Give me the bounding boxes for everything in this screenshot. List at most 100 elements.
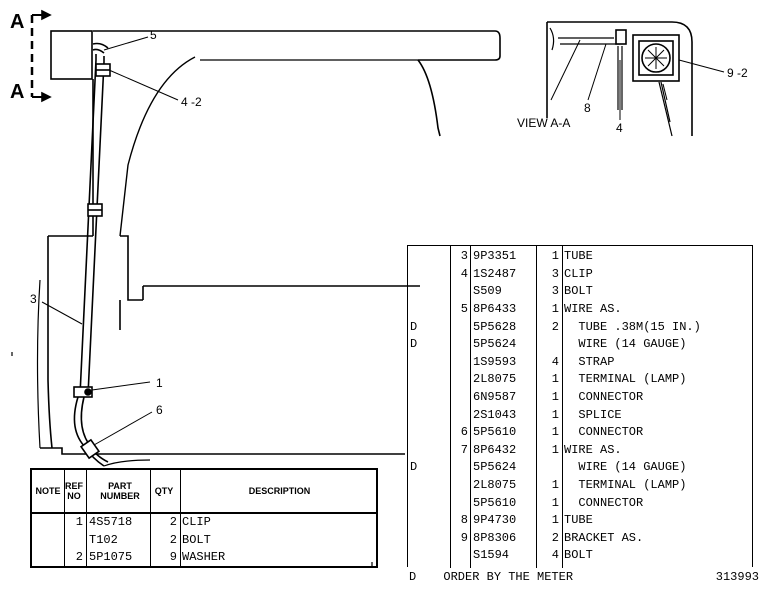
qty-cell: 1 (551, 249, 559, 264)
part-number-cell: 4S5718 (89, 515, 133, 530)
description-cell: BOLT (564, 284, 593, 299)
part-number-cell: 2S1043 (473, 407, 517, 422)
view-label: VIEW A-A (517, 116, 570, 130)
part-number-cell: 5P1075 (89, 550, 133, 565)
table-row: 3 9P3351 1 TUBE (408, 248, 752, 266)
description-cell: TUBE (564, 249, 593, 264)
qty-cell: 1 (551, 372, 559, 387)
view-a-a-detail (546, 21, 725, 137)
qty-cell: 1 (551, 302, 559, 317)
part-number-cell: 5P5624 (473, 337, 517, 352)
note-cell: D (410, 319, 418, 334)
callout-9-2: 9 -2 (727, 66, 748, 80)
description-cell: CONNECTOR (564, 495, 644, 510)
table-row: 7 8P6432 1 WIRE AS. (408, 442, 752, 460)
part-number-cell: 9P3351 (473, 249, 517, 264)
clip-icon (73, 386, 93, 398)
description-cell: WIRE (14 GAUGE) (564, 460, 687, 475)
part-number-cell: 2L8075 (473, 478, 517, 493)
description-cell: TUBE (564, 513, 593, 528)
callout-3: 3 (30, 292, 37, 306)
part-number-cell: T102 (89, 532, 118, 547)
footnote-letter: D (409, 570, 417, 584)
qty-cell: 2 (169, 515, 177, 530)
qty-cell: 1 (551, 442, 559, 457)
description-cell: WIRE AS. (564, 302, 622, 317)
ref-no-cell: 7 (460, 442, 468, 457)
callout-8: 8 (584, 101, 591, 115)
ref-no-cell: 9 (460, 530, 468, 545)
part-number-cell: 1S2487 (473, 266, 517, 281)
qty-cell: 1 (551, 407, 559, 422)
description-cell: WIRE AS. (564, 442, 622, 457)
part-number-cell: 8P8306 (473, 530, 517, 545)
tube-3 (79, 42, 109, 396)
header-part-number: PART NUMBER (87, 470, 151, 512)
ref-no-cell: 1 (75, 515, 83, 530)
description-cell: TERMINAL (LAMP) (564, 372, 687, 387)
description-cell: CLIP (182, 515, 211, 530)
ref-no-cell: 2 (75, 550, 83, 565)
note-cell: D (410, 337, 418, 352)
parts-table-left: NOTE REF NO PART NUMBER QTY DESCRIPTION … (30, 468, 378, 568)
footnote: D ORDER BY THE METER 313993 (409, 570, 759, 584)
qty-cell: 2 (169, 532, 177, 547)
drawing-number: 313993 (715, 570, 759, 584)
wire-6 (73, 396, 109, 467)
qty-cell: 4 (551, 354, 559, 369)
part-number-cell: 9P4730 (473, 513, 517, 528)
callout-5: 5 (150, 28, 157, 42)
part-number-cell: 6N9587 (473, 390, 517, 405)
part-number-cell: 1S9593 (473, 354, 517, 369)
table-header: NOTE REF NO PART NUMBER QTY DESCRIPTION (32, 470, 376, 514)
description-cell: CONNECTOR (564, 390, 644, 405)
qty-cell: 1 (551, 390, 559, 405)
ref-no-cell: 4 (460, 266, 468, 281)
description-cell: BOLT (564, 548, 593, 563)
callout-4: 4 (616, 121, 623, 135)
qty-cell: 1 (551, 478, 559, 493)
header-note: NOTE (32, 470, 65, 512)
section-marker (30, 9, 52, 103)
callout-6: 6 (156, 403, 163, 417)
footnote-text: ORDER BY THE METER (443, 570, 574, 584)
callout-4-2: 4 -2 (181, 95, 202, 109)
part-number-cell: S1594 (473, 548, 510, 563)
header-ref-no: REF NO (65, 470, 87, 512)
qty-cell: 2 (551, 319, 559, 334)
description-cell: TUBE .38M(15 IN.) (564, 319, 701, 334)
gauge-housing (632, 34, 680, 82)
table-row: 2L8075 1 TERMINAL (LAMP) (408, 371, 752, 389)
description-cell: WASHER (182, 550, 226, 565)
part-number-cell: 2L8075 (473, 372, 517, 387)
part-number-cell: 5P5610 (473, 425, 517, 440)
qty-cell: 2 (551, 530, 559, 545)
qty-cell: 1 (551, 425, 559, 440)
header-description: DESCRIPTION (248, 486, 311, 496)
part-number-cell: S509 (473, 284, 502, 299)
leader-lines (41, 36, 179, 446)
ref-no-cell: 3 (460, 249, 468, 264)
description-cell: CONNECTOR (564, 425, 644, 440)
description-cell: TERMINAL (LAMP) (564, 478, 687, 493)
table-row: 2L8075 1 TERMINAL (LAMP) (408, 477, 752, 495)
callout-1: 1 (156, 376, 163, 390)
part-number-cell: 8P6432 (473, 442, 517, 457)
part-number-cell: 5P5610 (473, 495, 517, 510)
description-cell: CLIP (564, 266, 593, 281)
